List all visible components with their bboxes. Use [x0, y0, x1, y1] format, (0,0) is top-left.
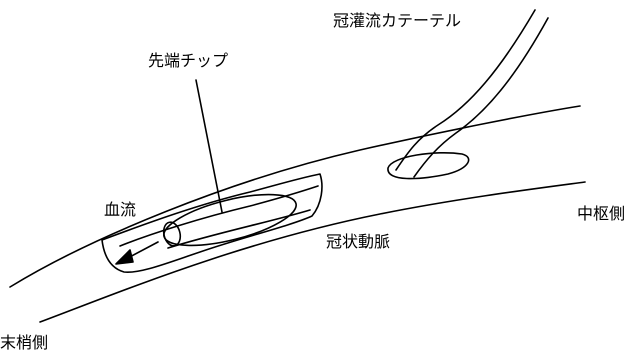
label-distal-side: 末梢側 [0, 333, 49, 352]
label-coronary-artery: 冠状動脈 [326, 232, 391, 251]
catheter-entry-opening [387, 151, 470, 180]
label-blood-flow: 血流 [104, 200, 137, 219]
tip-body [163, 193, 297, 247]
label-central-side: 中枢側 [577, 204, 626, 223]
tip-end-cap [162, 221, 182, 247]
catheter-tube-left [395, 9, 536, 171]
label-catheter: 冠灌流カテーテル [333, 11, 462, 30]
artery-upper-wall [9, 105, 581, 288]
catheter-tube-right [413, 17, 549, 178]
artery-lower-wall [39, 181, 586, 323]
tip-leader-line [195, 79, 223, 213]
inner-sheath-depth [119, 185, 319, 247]
blood-flow-arrow-head [115, 249, 134, 265]
inner-sheath [101, 173, 323, 273]
label-tip: 先端チップ [148, 51, 229, 70]
inner-sheath-depth-lower [167, 209, 311, 249]
